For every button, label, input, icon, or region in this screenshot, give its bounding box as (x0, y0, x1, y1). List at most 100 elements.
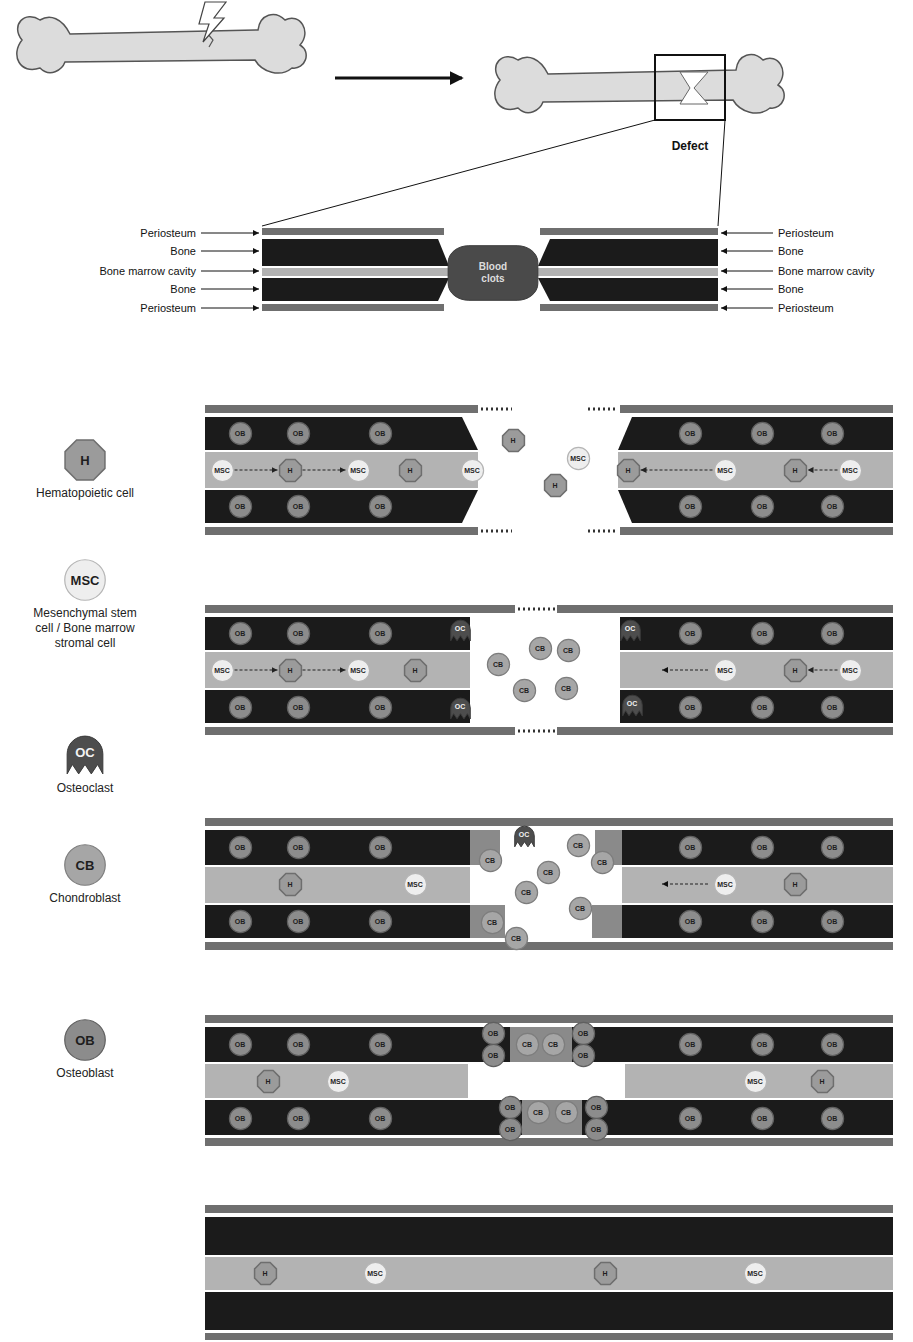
cell-label: OB (293, 1115, 304, 1122)
lightning-bolt (199, 2, 226, 42)
marrow-layer (205, 1257, 893, 1290)
hematopoietic-cell: H (404, 659, 427, 682)
cell-circle (751, 422, 773, 444)
cell-circle (479, 849, 501, 871)
periosteum (205, 605, 515, 613)
marrow-layer (205, 867, 470, 903)
cell-label: OB (827, 844, 838, 851)
cell-label: OB (375, 918, 386, 925)
cell-circle (585, 1118, 607, 1140)
cell-circle (515, 881, 537, 903)
osteoblast: OB (369, 495, 392, 518)
cell-circle (287, 422, 309, 444)
bone-layer (205, 1292, 893, 1330)
cell-circle (751, 1033, 773, 1055)
osteoblast: OB (229, 622, 252, 645)
part-label: Bone (778, 282, 804, 296)
hematopoietic-cell: H (784, 659, 807, 682)
cell-label: OB (685, 1115, 696, 1122)
cell-circle (461, 459, 483, 481)
legend-abbreviation: H (80, 454, 89, 467)
osteoblast: OB (821, 696, 844, 719)
blood-clot: Blood clots (447, 245, 539, 301)
cell-label: OB (757, 430, 768, 437)
hematopoietic-cell: H (784, 459, 807, 482)
leader-arrow (721, 289, 773, 290)
mesenchymal-stem-cell: MSC (839, 459, 862, 482)
cell-label: OB (375, 430, 386, 437)
periosteum-gap (588, 530, 618, 533)
osteoblast: OB (821, 1107, 844, 1130)
cell-label: OB (375, 704, 386, 711)
periosteum (205, 1138, 893, 1146)
cell-label: H (407, 467, 412, 474)
cell-circle (404, 873, 426, 895)
cell-circle (347, 659, 369, 681)
part-label: Periosteum (140, 301, 196, 315)
marrow-layer (536, 268, 718, 276)
cell-label: OB (685, 918, 696, 925)
zoom-line (718, 120, 725, 226)
cell-label: OB (757, 1041, 768, 1048)
chondroblast: CB (557, 639, 580, 662)
cell-label: MSC (717, 467, 733, 474)
cell-label: OB (685, 844, 696, 851)
cell-circle (569, 897, 591, 919)
migration-arrow (662, 669, 708, 670)
cell-label: H (819, 1078, 824, 1085)
cell-circle (751, 1107, 773, 1129)
bone-layer (262, 239, 449, 266)
clot-outline (448, 246, 538, 301)
mesenchymal-stem-cell: MSC (567, 447, 590, 470)
bone-outline (495, 55, 784, 114)
cell-circle (65, 1020, 106, 1061)
cell-circle (821, 422, 843, 444)
healing-stage-3 (205, 818, 893, 950)
bone-layer (205, 905, 470, 938)
bone-layer (622, 905, 893, 938)
bone-illustration (17, 2, 306, 73)
chondroblast: CB (555, 677, 578, 700)
octagon (502, 429, 524, 451)
mesenchymal-stem-cell: MSC (211, 659, 234, 682)
healing-stage-5 (205, 1205, 893, 1340)
cell-circle (505, 927, 527, 949)
cell-circle (487, 653, 509, 675)
osteoblast: OB (679, 836, 702, 859)
cell-circle (572, 1044, 594, 1066)
leader-arrow (201, 289, 259, 290)
leader-arrow (721, 251, 773, 252)
marrow-layer (622, 867, 893, 903)
hematopoietic-cell: H (617, 459, 640, 482)
osteoblast: OB (572, 1022, 595, 1045)
chondroblast: CB (537, 861, 560, 884)
cell-label: OB (293, 1041, 304, 1048)
cell-label: CB (533, 1109, 543, 1116)
cell-circle (369, 1107, 391, 1129)
osteoclast-outline (67, 736, 103, 774)
cell-circle (527, 1101, 549, 1123)
cell-circle (821, 1033, 843, 1055)
cell-circle (585, 1096, 607, 1118)
cell-circle (821, 622, 843, 644)
cell-circle (751, 836, 773, 858)
cell-label: OB (685, 1041, 696, 1048)
hematopoietic-cell: H (811, 1070, 834, 1093)
migration-arrow (303, 669, 346, 670)
octagon (784, 873, 806, 895)
cell-circle (839, 659, 861, 681)
osteoblast: OB (287, 696, 310, 719)
cell-circle (287, 910, 309, 932)
process-arrow (335, 77, 462, 80)
periosteum (262, 228, 444, 235)
periosteum (557, 727, 893, 735)
cell-circle (369, 696, 391, 718)
cell-circle (327, 1070, 349, 1092)
cartilage (592, 905, 622, 938)
cell-label: OB (293, 630, 304, 637)
cell-circle (714, 659, 736, 681)
cell-label: MSC (717, 667, 733, 674)
defect-label: Defect (672, 139, 709, 153)
hematopoietic-cell: H (399, 459, 422, 482)
cell-label: OB (293, 844, 304, 851)
